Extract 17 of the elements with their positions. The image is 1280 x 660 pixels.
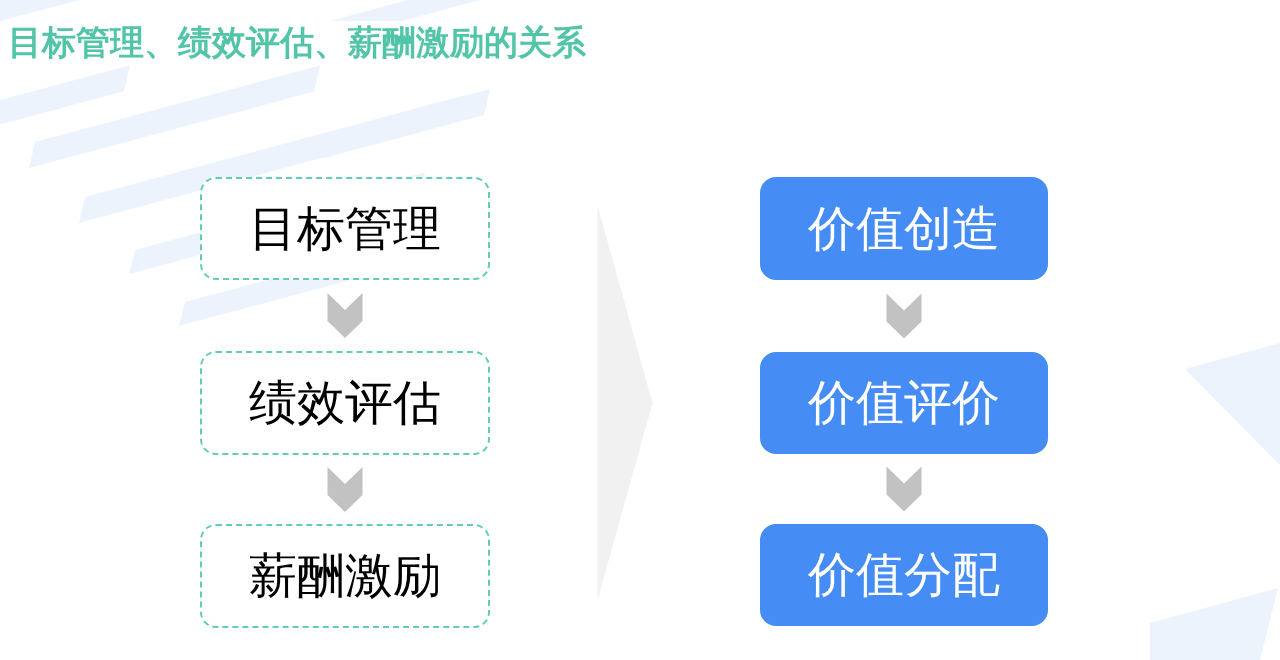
- box-label: 价值评价: [808, 375, 1000, 431]
- box-label: 薪酬激励: [249, 548, 441, 604]
- box-label: 价值创造: [808, 200, 1000, 257]
- process-box: [760, 352, 1048, 454]
- dashed-process-box: [200, 524, 490, 628]
- dashed-process-box: [200, 351, 490, 455]
- process-box: [760, 524, 1048, 626]
- dashed-process-box: [200, 177, 490, 280]
- chevron-arrow: [886, 466, 922, 512]
- box-label: 目标管理: [249, 200, 441, 257]
- chevron-arrow: [327, 467, 363, 512]
- process-box: [760, 177, 1048, 280]
- diagram-title: 目标管理、绩效评估、薪酬激励的关系: [8, 22, 586, 63]
- box-label: 绩效评估: [249, 375, 441, 431]
- box-label: 价值分配: [808, 547, 1000, 603]
- chevron-arrow: [886, 293, 922, 339]
- chevron-arrow: [327, 293, 363, 338]
